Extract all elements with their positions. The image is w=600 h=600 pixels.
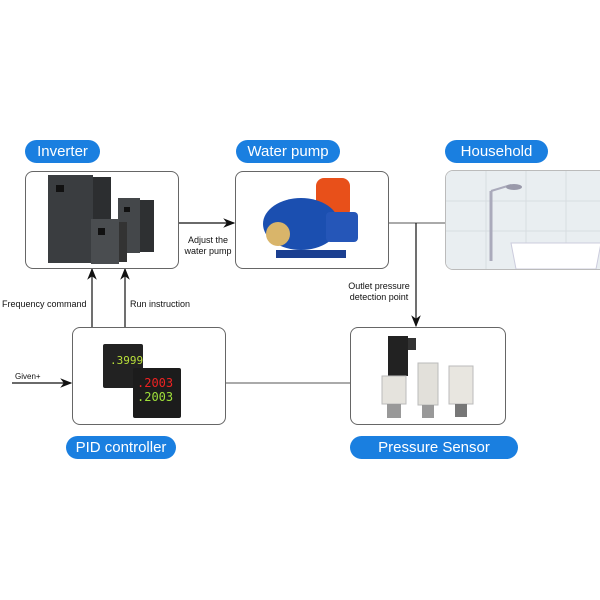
pressure-sensor-box (350, 327, 506, 425)
pressure-sensor-image (381, 336, 474, 418)
pid-display-red: .2003 (137, 376, 174, 390)
pid-controller-box: .3999 .2003 .2003 (72, 327, 226, 425)
inverter-image (48, 175, 154, 264)
adjust-pump-line2: water pump (184, 246, 232, 256)
pid-controller-title: PID controller (66, 436, 176, 459)
adjust-pump-line1: Adjust the (187, 235, 229, 245)
water-pump-image (263, 178, 358, 258)
adjust-pump-label: Adjust the water pump (183, 235, 233, 257)
outlet-pressure-label: Outlet pressure detection point (345, 281, 413, 303)
outlet-pressure-line2: detection point (349, 292, 409, 302)
pid-display-top: .3999 (110, 354, 144, 367)
run-instruction-label: Run instruction (130, 299, 191, 309)
given-label: Given+ (15, 372, 41, 381)
household-title: Household (445, 140, 548, 163)
frequency-command-label: Frequency command (2, 299, 87, 309)
water-pump-box (235, 171, 389, 269)
inverter-box (25, 171, 179, 269)
inverter-title: Inverter (25, 140, 100, 163)
outlet-pressure-line1: Outlet pressure (348, 281, 410, 291)
pid-display-unit-2: .2003 .2003 (133, 368, 181, 418)
shower-image (446, 171, 600, 269)
household-photo (445, 170, 600, 270)
pressure-sensor-title: Pressure Sensor (350, 436, 518, 459)
pid-display-green: .2003 (137, 390, 174, 404)
water-pump-title: Water pump (236, 140, 340, 163)
